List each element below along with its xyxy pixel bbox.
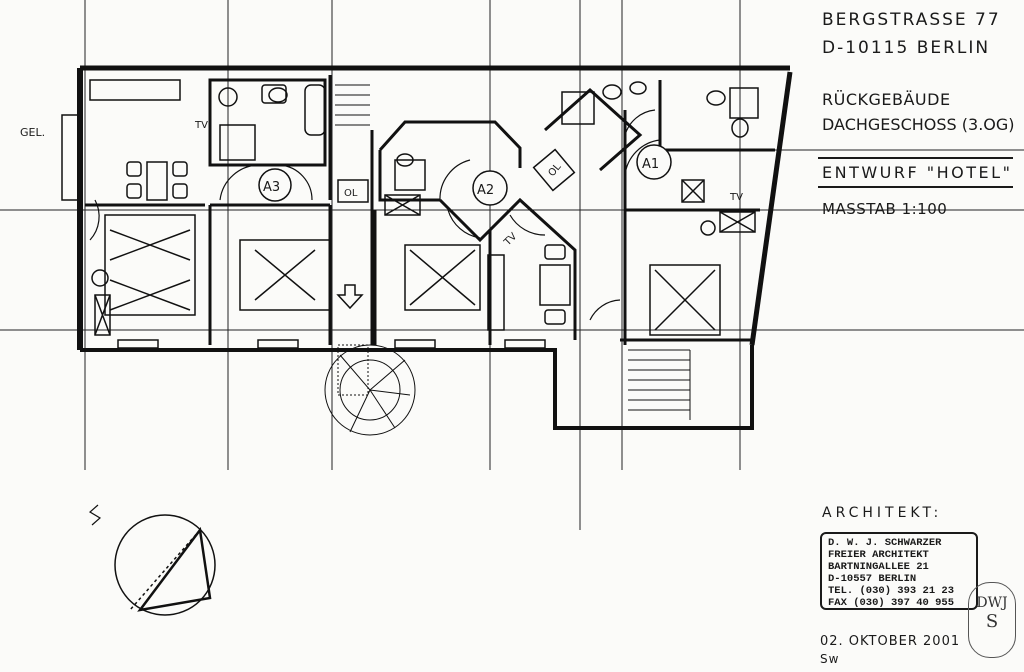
room-label-a2: A2 bbox=[477, 183, 494, 198]
tv-label-a3: TV bbox=[194, 120, 208, 131]
address-line-1: BERGSTRASSE 77 bbox=[822, 10, 1001, 30]
header-divider bbox=[818, 157, 1013, 159]
room-markers bbox=[258, 144, 672, 206]
door-swings bbox=[89, 109, 661, 321]
stairs bbox=[324, 84, 691, 436]
sanitary-fixtures bbox=[218, 81, 759, 191]
architect-heading: ARCHITEKT: bbox=[822, 505, 943, 521]
monogram-top: DWJ bbox=[976, 595, 1008, 611]
architect-fax: FAX (030) 397 40 955 bbox=[828, 597, 955, 609]
floor-label: DACHGESCHOSS (3.OG) bbox=[822, 115, 1015, 134]
furniture bbox=[89, 79, 716, 325]
design-divider bbox=[818, 186, 1013, 188]
monogram-bottom: S bbox=[985, 611, 999, 632]
corridor-arrow bbox=[336, 284, 364, 310]
architect-tel: TEL. (030) 393 21 23 bbox=[828, 585, 955, 597]
monogram: DWJ S bbox=[968, 582, 1016, 658]
architect-stamp: D. W. J. SCHWARZER FREIER ARCHITEKT BART… bbox=[820, 532, 978, 610]
windows bbox=[61, 114, 546, 349]
address-line-2: D-10115 BERLIN bbox=[822, 38, 991, 58]
ol-label-a2: OL bbox=[546, 161, 563, 179]
gel-label: GEL. bbox=[20, 126, 45, 139]
architect-city: D-10557 BERLIN bbox=[828, 573, 917, 585]
architect-title: FREIER ARCHITEKT bbox=[828, 549, 929, 561]
architect-name: D. W. J. SCHWARZER bbox=[828, 537, 942, 549]
drawing-date: 02. OKTOBER 2001 bbox=[820, 634, 961, 649]
tv-label-a2: TV bbox=[502, 231, 520, 249]
ol-label-a3: OL bbox=[344, 188, 358, 199]
scale-label: MASSTAB 1:100 bbox=[822, 200, 948, 218]
tv-label-a1: TV bbox=[729, 192, 743, 203]
outer-walls bbox=[77, 65, 793, 430]
drawing-initials: Sw bbox=[820, 652, 840, 666]
architect-street: BARTNINGALLEE 21 bbox=[828, 561, 929, 573]
grid-lines bbox=[0, 0, 1024, 530]
building-label: RÜCKGEBÄUDE bbox=[822, 90, 951, 109]
compass bbox=[88, 504, 216, 616]
room-label-a1: A1 bbox=[642, 157, 659, 172]
room-label-a3: A3 bbox=[263, 180, 280, 195]
design-label: ENTWURF "HOTEL" bbox=[822, 163, 1013, 182]
beds bbox=[94, 179, 756, 336]
